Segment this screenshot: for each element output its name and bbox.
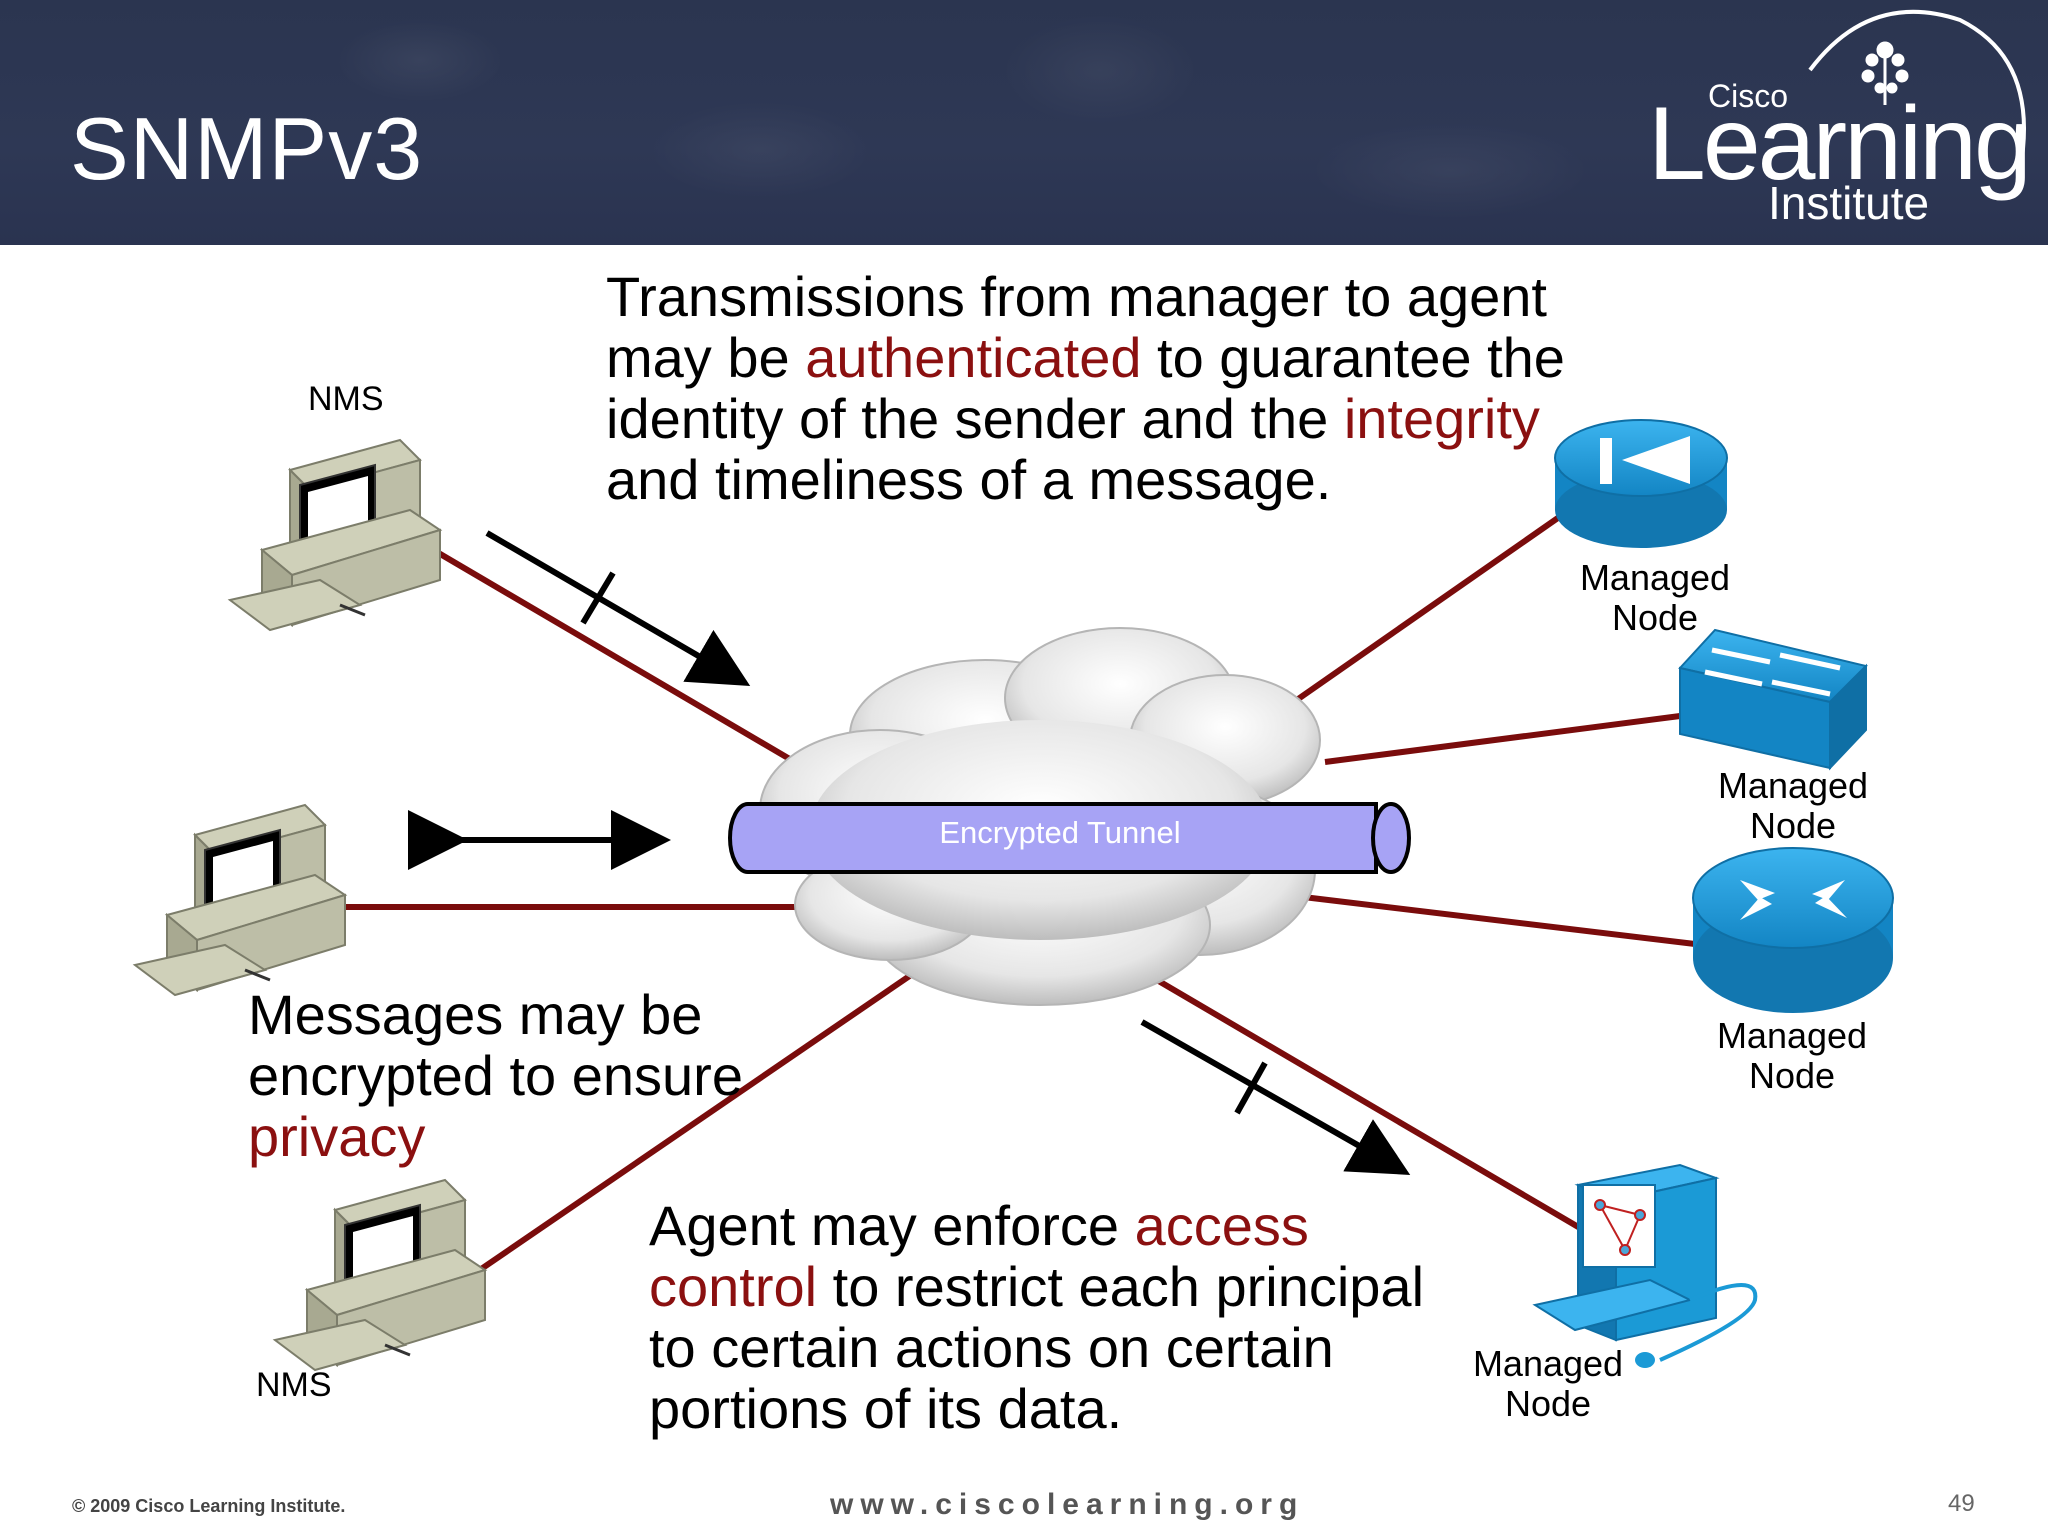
nms-computer-bottom xyxy=(272,1178,488,1372)
link-node-server xyxy=(1143,970,1582,1231)
managed-node-label-1: Managed Node xyxy=(1579,557,1731,638)
text-authentication: Transmissions from manager to agent may … xyxy=(606,266,1566,510)
text-auth-highlight-authenticated: authenticated xyxy=(805,326,1142,389)
text-auth-part3: and timeliness of a message. xyxy=(606,448,1332,511)
nms-label-bottom: NMS xyxy=(256,1366,332,1404)
managed-node-label-3: Managed Node xyxy=(1716,1015,1868,1096)
header-texture xyxy=(0,0,2048,245)
text-auth-part2: to guarantee the identity of the sender … xyxy=(606,326,1565,450)
snmpv3-diagram xyxy=(132,419,1894,1372)
managed-node-server-icon xyxy=(1532,1163,1758,1368)
text-auth-part1: Transmissions from manager to agent may … xyxy=(606,265,1547,389)
arrow-manager-to-agent xyxy=(485,530,751,687)
cisco-learning-institute-logo: Cisco Learning Institute xyxy=(1640,0,2048,245)
managed-node-label-2: Managed Node xyxy=(1717,765,1869,846)
text-access-part1: Agent may enforce xyxy=(649,1194,1135,1257)
slide-header: SNMPv3 Cisco Learning Institute xyxy=(0,0,2048,245)
managed-node-switch-icon xyxy=(1678,628,1868,771)
text-privacy: Messages may be encrypted to ensure priv… xyxy=(248,984,768,1167)
tree-icon xyxy=(1861,41,1909,105)
logo-swoosh xyxy=(1808,9,2026,171)
arrow-hatch-bottom xyxy=(1234,1061,1268,1115)
footer-copyright: © 2009 Cisco Learning Institute. xyxy=(72,1496,346,1516)
managed-node-label-4: Managed Node xyxy=(1472,1343,1624,1424)
nms-computer-middle xyxy=(132,803,348,997)
arrow-agent-access xyxy=(1140,1019,1411,1175)
slide-title: SNMPv3 xyxy=(70,99,424,198)
text-access-part2: to restrict each principal to certain ac… xyxy=(649,1255,1425,1440)
encrypted-tunnel xyxy=(728,802,1411,874)
link-nms-top xyxy=(428,545,807,771)
network-links xyxy=(330,510,1696,1281)
managed-node-router-top-icon xyxy=(1554,419,1728,548)
managed-node-router-icon xyxy=(1692,847,1894,1013)
text-access-highlight: access control xyxy=(649,1194,1309,1318)
logo-institute-text: Institute xyxy=(1768,177,1930,229)
page-number: 49 xyxy=(1948,1490,1975,1517)
nms-label-top: NMS xyxy=(308,380,384,418)
access-control-arrow xyxy=(1140,1019,1411,1175)
auth-arrow xyxy=(485,530,751,687)
link-nms-bottom xyxy=(466,959,932,1281)
link-node-router xyxy=(1294,893,1696,947)
arrow-hatch-top xyxy=(580,571,616,625)
link-node-router-top xyxy=(1266,510,1567,723)
text-privacy-highlight: privacy xyxy=(248,1105,426,1168)
footer-url: www.ciscolearning.org xyxy=(830,1488,1305,1521)
tunnel-label: Encrypted Tunnel xyxy=(939,815,1181,850)
text-access-control: Agent may enforce access control to rest… xyxy=(649,1195,1469,1439)
logo-cisco-text: Cisco xyxy=(1708,78,1789,114)
text-auth-highlight-integrity: integrity xyxy=(1343,387,1540,450)
text-privacy-part1: Messages may be encrypted to ensure xyxy=(248,983,743,1107)
link-node-switch xyxy=(1324,713,1681,765)
logo-learning-text: Learning xyxy=(1648,86,2032,202)
nms-computer-top xyxy=(227,438,443,632)
